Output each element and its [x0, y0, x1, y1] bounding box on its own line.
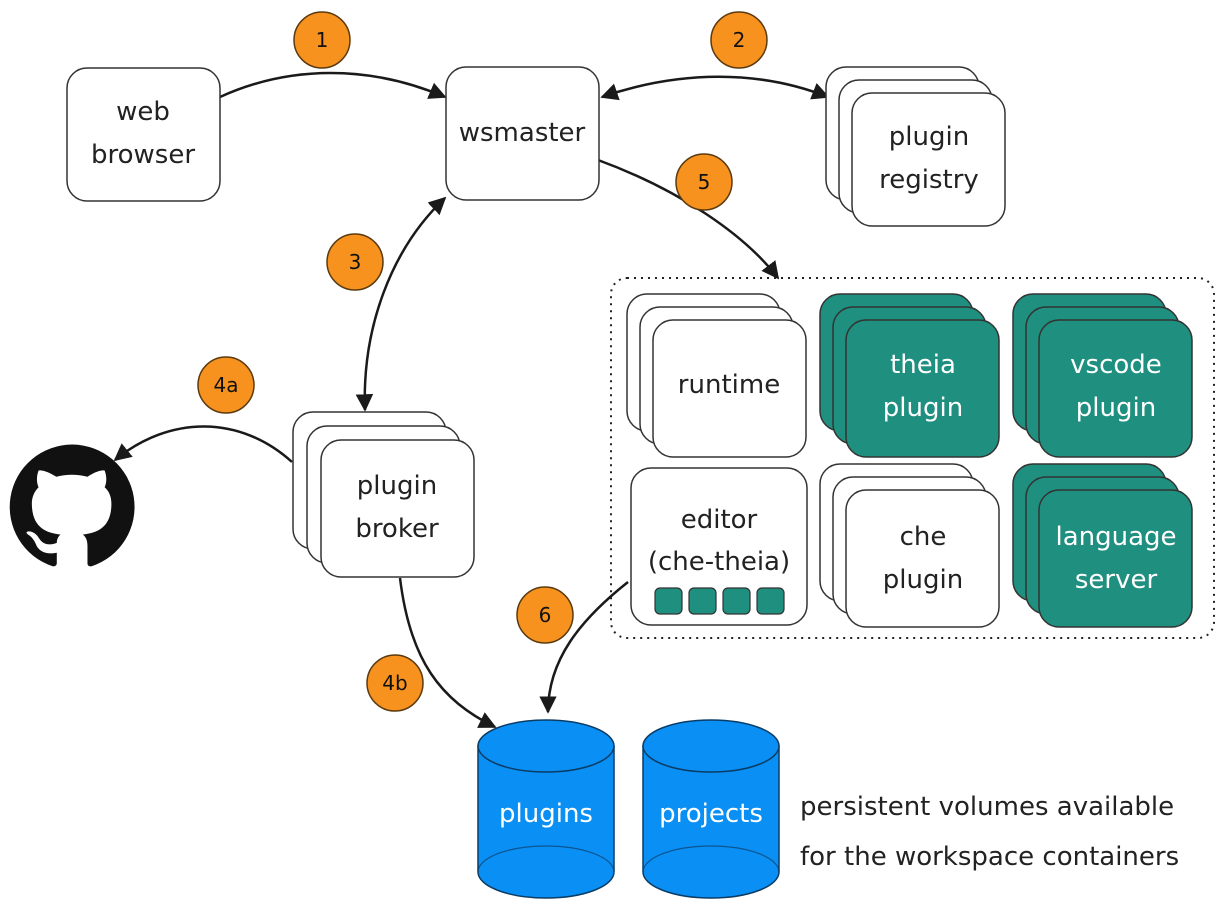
- language-server-label-1: language: [1055, 522, 1176, 552]
- editor-slot-4: [756, 587, 785, 615]
- arrow-3-wsmaster-broker: [355, 196, 447, 412]
- step-badge-1-label: 1: [316, 28, 329, 52]
- projects-volume-label: projects: [659, 799, 763, 829]
- arrow-6-editor-to-plugins: [539, 581, 629, 714]
- step-badge-1: 1: [293, 11, 351, 69]
- step-badge-4b-label: 4b: [382, 671, 407, 695]
- arrow-4a-broker-to-github: [113, 425, 293, 463]
- theia-plugin-node: theia plugin: [819, 293, 1000, 458]
- plugin-broker-label-2: broker: [355, 514, 439, 544]
- che-plugin-label-1: che: [900, 522, 947, 552]
- step-badge-5: 5: [675, 153, 733, 211]
- editor-label-2: (che-theia): [648, 547, 790, 577]
- language-server-node: language server: [1012, 463, 1193, 628]
- runtime-node: runtime: [626, 293, 807, 458]
- theia-plugin-label-2: plugin: [883, 393, 963, 423]
- editor-label-1: editor: [681, 505, 758, 535]
- editor-slot-1: [654, 587, 683, 615]
- language-server-label-2: server: [1075, 565, 1158, 595]
- step-badge-5-label: 5: [698, 170, 711, 194]
- arrow-2-wsmaster-registry: [600, 75, 830, 101]
- vscode-plugin-label-2: plugin: [1076, 393, 1156, 423]
- plugin-registry-label-2: registry: [879, 165, 979, 195]
- vscode-plugin-node: vscode plugin: [1012, 293, 1193, 458]
- plugin-broker-node: plugin broker: [292, 411, 475, 578]
- github-icon: [9, 444, 135, 567]
- web-browser-label-2: browser: [91, 140, 195, 170]
- step-badge-4a-label: 4a: [214, 373, 239, 397]
- theia-plugin-label-1: theia: [890, 350, 956, 380]
- web-browser-label-1: web: [116, 97, 170, 127]
- plugin-registry-node: plugin registry: [825, 66, 1006, 227]
- arrow-5-wsmaster-to-workspace: [597, 158, 780, 280]
- che-plugin-node: che plugin: [819, 463, 1000, 628]
- che-plugin-label-2: plugin: [883, 565, 963, 595]
- editor-slot-2: [688, 587, 717, 615]
- editor-node: editor (che-theia): [630, 467, 808, 626]
- step-badge-4a: 4a: [197, 356, 255, 414]
- web-browser-node: web browser: [66, 67, 221, 202]
- wsmaster-label: wsmaster: [459, 118, 586, 148]
- plugins-volume-label: plugins: [499, 799, 593, 829]
- step-badge-2: 2: [710, 11, 768, 69]
- runtime-label: runtime: [678, 370, 780, 400]
- vscode-plugin-label-1: vscode: [1070, 350, 1162, 380]
- workspace-boundary: [610, 277, 1215, 639]
- plugin-broker-label-1: plugin: [357, 471, 437, 501]
- plugins-volume: plugins: [477, 719, 615, 899]
- step-badge-3-label: 3: [349, 250, 362, 274]
- volumes-caption-line-1: persistent volumes available: [800, 792, 1174, 822]
- step-badge-4b: 4b: [366, 654, 424, 712]
- arrow-4b-broker-to-plugins: [398, 577, 497, 729]
- volumes-caption-line-2: for the workspace containers: [800, 842, 1179, 872]
- step-badge-3: 3: [326, 233, 384, 291]
- editor-slot-3: [722, 587, 751, 615]
- step-badge-6-label: 6: [539, 603, 552, 627]
- wsmaster-node: wsmaster: [445, 66, 600, 201]
- projects-volume: projects: [642, 719, 780, 899]
- step-badge-2-label: 2: [733, 28, 746, 52]
- plugin-registry-label-1: plugin: [889, 122, 969, 152]
- step-badge-6: 6: [516, 586, 574, 644]
- arrow-1-browser-to-wsmaster: [219, 71, 447, 99]
